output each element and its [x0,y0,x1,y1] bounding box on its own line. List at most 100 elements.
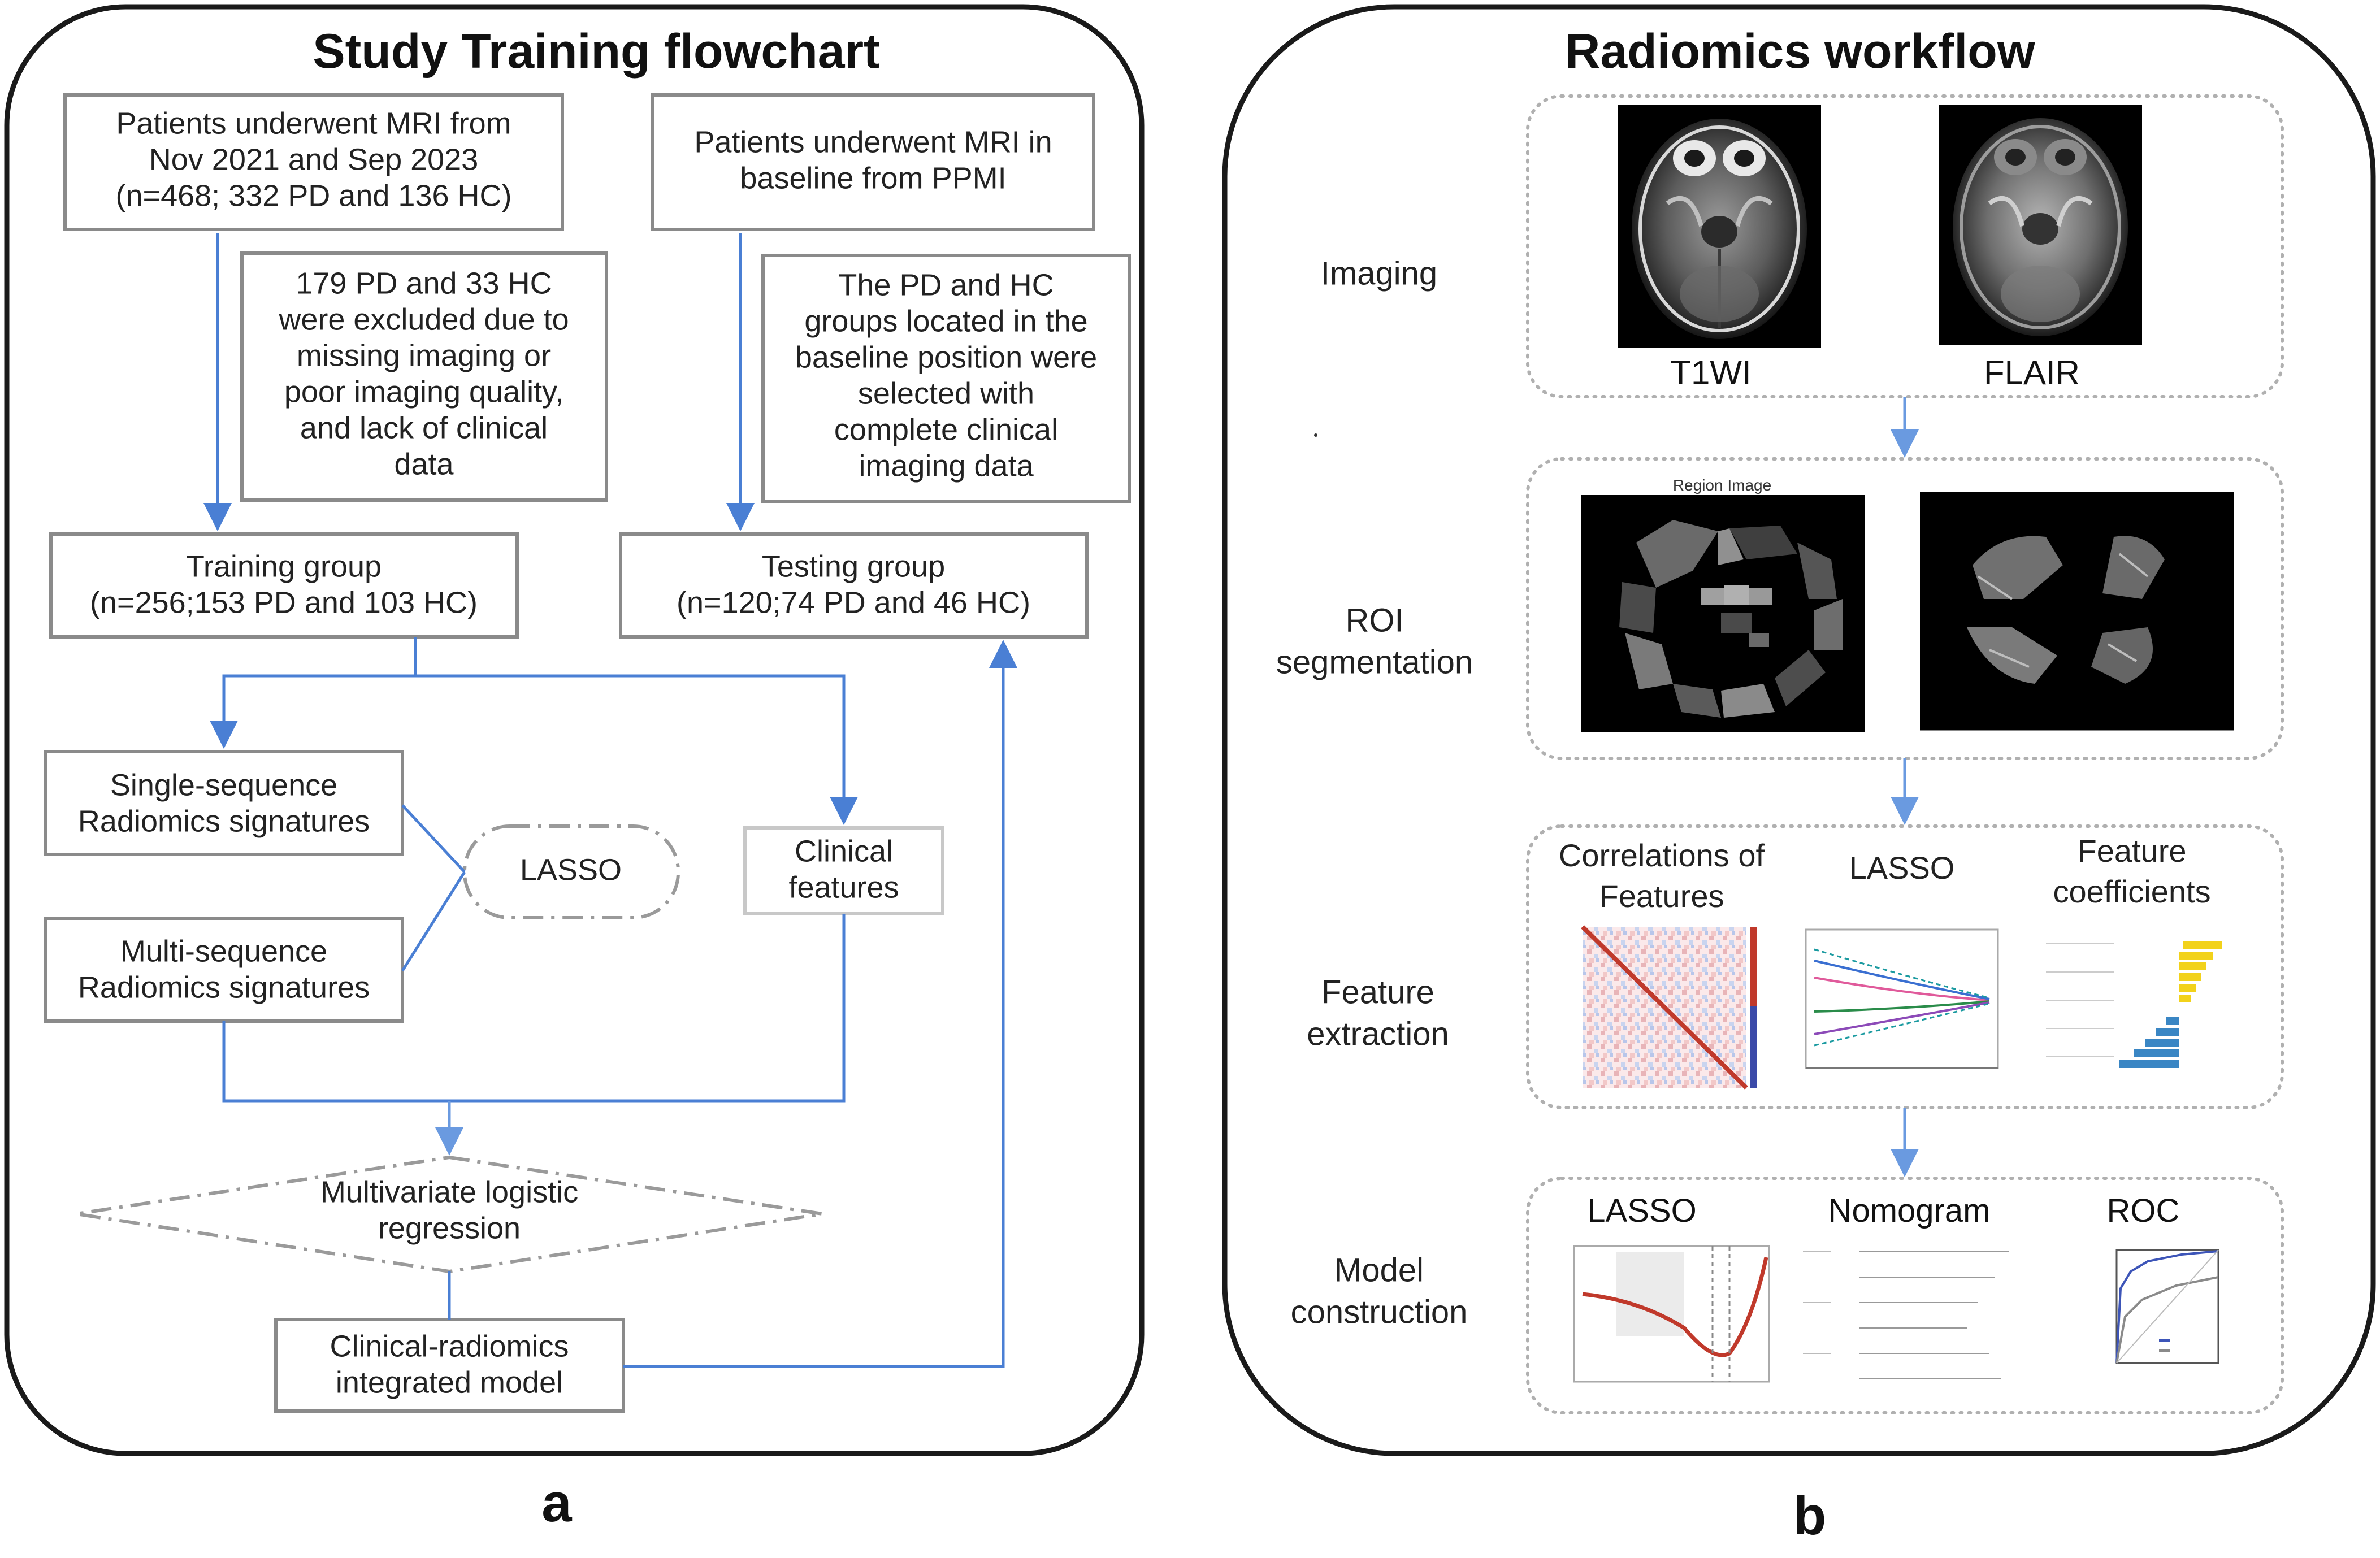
box-testing-group [619,532,1089,639]
box-multi-sequence-text-line: Multi-sequence [120,934,327,968]
stage-label-roi-line: segmentation [1276,644,1473,680]
box-selected-text-line: The PD and HC [838,268,1054,302]
line-merge-to-regression [222,914,846,1103]
caption-flair: FLAIR [1984,354,2080,392]
caption-roc: ROC [2107,1192,2180,1229]
box-selected-text-line: imaging data [859,449,1034,483]
box-excluded-text-line: were excluded due to [278,302,569,336]
panel-b-label: b [1793,1486,1827,1546]
caption-correlations-line: Features [1599,878,1724,914]
stage-label-feature-line: Feature [1321,974,1434,1010]
box-source-ppmi [651,93,1095,231]
caption-correlations-line: Correlations of [1559,837,1765,873]
box-clinical-features [743,826,944,915]
nomogram-plot [1797,1243,2015,1407]
line-single-to-lasso [401,804,466,873]
box-source-ppmi-text-line: Patients underwent MRI in [694,125,1052,159]
panel-a-label: a [541,1473,572,1533]
caption-coefficients: Feature coefficients [2053,833,2210,909]
line-training-split [210,637,417,749]
caption-region-image: Region Image [1673,476,1771,494]
box-multivariate-regression-text-line: Multivariate logistic [320,1175,578,1209]
panel-b: Radiomics workflow Imaging ROI segmentati… [1222,4,2376,1546]
box-lasso-text-line: LASSO [520,853,622,887]
correlation-heatmap [1581,925,1757,1090]
box-source-ppmi-text-line: baseline from PPMI [740,161,1006,195]
stage-label-feature-line: extraction [1307,1015,1449,1052]
stage-label-roi-line: ROI [1345,602,1403,639]
box-source-hospital-text-line: (n=468; 332 PD and 136 HC) [116,179,512,212]
box-selected-text-line: baseline position were [795,340,1097,374]
box-excluded-text-line: missing imaging or [297,338,551,372]
box-multivariate-regression-text-line: regression [378,1211,521,1245]
panel-a-title: Study Training flowchart [313,24,879,79]
box-excluded-text-line: and lack of clinical [300,411,548,445]
box-training-group-text-line: (n=256;153 PD and 103 HC) [90,585,478,619]
box-testing-group-text: Testing group(n=120;74 PD and 46 HC) [677,549,1030,619]
box-clinical-features-text-line: Clinical [795,834,893,868]
line-training-to-clinical [415,674,858,825]
box-single-sequence-text-line: Radiomics signatures [78,804,370,838]
stage-label-feature: Feature extraction [1307,974,1449,1052]
panel-a-connectors [203,233,1017,1368]
box-multi-sequence-text-line: Radiomics signatures [78,970,370,1004]
box-source-hospital-text-line: Nov 2021 and Sep 2023 [149,142,478,176]
box-selected-text-line: complete clinical [834,413,1058,446]
box-single-sequence [44,750,404,856]
box-excluded-text-line: 179 PD and 33 HC [296,266,552,300]
group-model [1526,1177,2284,1414]
stage-label-imaging: Imaging [1321,255,1437,292]
region-segmentation-map [1581,495,1865,732]
coefficient-bar-plot [2046,941,2222,1068]
box-clinical-features-text-line: features [788,870,899,904]
box-training-group-text: Training group(n=256;153 PD and 103 HC) [90,549,478,619]
flair-image [1939,105,2142,345]
box-multi-sequence [44,917,404,1023]
box-selected-text-line: selected with [858,376,1034,410]
panel-a: Study Training flowchart Patients underw… [4,4,1145,1533]
caption-correlations: Correlations of Features [1559,837,1765,914]
caption-lasso-fe: LASSO [1849,850,1955,886]
caption-lasso-model: LASSO [1587,1192,1696,1229]
stage-label-model-line: construction [1291,1294,1468,1330]
box-testing-group-text-line: (n=120;74 PD and 46 HC) [677,585,1030,619]
box-excluded-text-line: poor imaging quality, [284,375,563,409]
caption-coefficients-line: Feature [2078,833,2187,869]
caption-nomogram: Nomogram [1828,1192,1991,1229]
cv-deviance-plot [1573,1245,1770,1383]
lasso-path-plot [1805,928,1999,1069]
box-training-group [49,532,519,639]
caption-coefficients-line: coefficients [2053,874,2210,909]
box-lasso [463,824,680,919]
panel-b-frame [1222,4,2376,1456]
box-lasso-text: LASSO [520,853,622,887]
caption-t1wi: T1WI [1670,354,1751,392]
box-source-hospital-text-line: Patients underwent MRI from [116,106,511,140]
t1wi-image [1618,105,1821,348]
box-source-hospital [63,93,564,231]
line-multi-to-lasso [401,871,466,972]
roi-texture-map [1920,492,2234,731]
box-integrated-model-text-line: Clinical-radiomics [330,1329,569,1363]
box-selected-text-line: groups located in the [804,304,1087,338]
box-single-sequence-text-line: Single-sequence [110,768,337,802]
stray-dot [1314,433,1317,437]
box-excluded-text-line: data [394,447,454,481]
box-excluded [240,251,608,502]
box-training-group-text-line: Training group [186,549,382,583]
caption-lasso-fe-line: LASSO [1849,850,1955,886]
box-integrated-model [274,1318,625,1413]
stage-label-imaging-line: Imaging [1321,255,1437,292]
arrow-model-to-testing [623,640,1017,1368]
panel-b-title: Radiomics workflow [1565,24,2036,79]
